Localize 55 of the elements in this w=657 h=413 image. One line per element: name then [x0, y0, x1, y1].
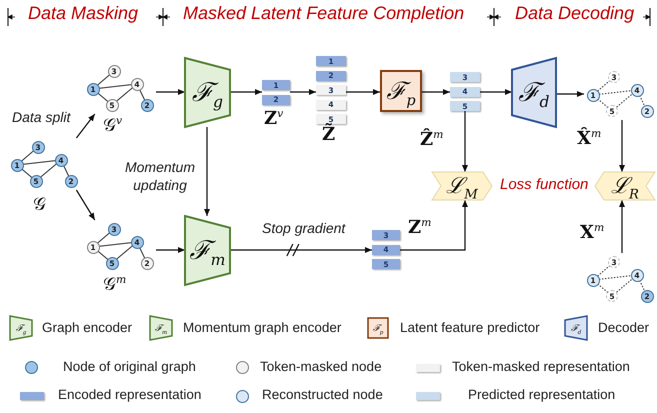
- legend-text: Reconstructed node: [262, 387, 383, 402]
- arrow: [400, 200, 468, 251]
- loss-chevron: [595, 172, 655, 200]
- legend-text: Graph encoder: [42, 320, 132, 335]
- legend-text: Encoded representation: [58, 387, 202, 402]
- function-symbol: ℒ$_{R}$: [611, 173, 639, 203]
- math-symbol: X$^{m}$: [580, 221, 604, 243]
- math-symbol: Z$^{v}$: [264, 107, 284, 129]
- arrow: [230, 89, 262, 95]
- arrow: [76, 190, 96, 220]
- function-symbol: ℱ$_{p}$: [386, 76, 416, 109]
- function-symbol: ℱ$_{d}$: [518, 77, 550, 112]
- arrow: [156, 89, 185, 95]
- function-symbol: ℒ$_{M}$: [446, 173, 478, 203]
- function-symbol: ℱ$_{g}$: [192, 77, 223, 112]
- math-symbol: Ẑ$^{m}$: [420, 128, 444, 150]
- symbol-label: ℱ$_{p}$: [372, 322, 384, 336]
- legend-text: Predicted representation: [468, 387, 616, 402]
- math-symbol: Z$^{m}$: [408, 216, 432, 238]
- arrow: [480, 89, 512, 95]
- stage-heading: Masked Latent Feature Completion: [183, 3, 464, 24]
- arrow: [556, 91, 584, 97]
- loss-chevron: [432, 172, 492, 200]
- stage-heading: Data Decoding: [515, 3, 634, 24]
- arrow: [619, 120, 625, 172]
- math-symbol: 𝒢: [33, 194, 46, 215]
- legend-text: Latent feature predictor: [400, 320, 540, 335]
- predictor-box: [380, 70, 422, 112]
- arrow: [204, 127, 210, 216]
- arrow: [462, 111, 468, 172]
- encoder-trapezoid: [185, 58, 230, 127]
- arrow: [422, 89, 450, 95]
- legend-text: Momentum graph encoder: [183, 320, 342, 335]
- arrow: [156, 247, 185, 253]
- symbol-label: ℱ$_{d}$: [570, 322, 582, 336]
- legend-text: Token-masked node: [260, 359, 382, 374]
- arrow: [619, 200, 625, 253]
- arrow: [290, 89, 316, 95]
- stage-heading: Data Masking: [28, 3, 138, 24]
- function-symbol: ℱ$_{m}$: [190, 235, 226, 270]
- legend-text: Node of original graph: [63, 359, 196, 374]
- arrow: [346, 89, 380, 95]
- symbol-label: ℱ$_{m}$: [154, 322, 168, 336]
- math-symbol: Z̃: [322, 124, 336, 145]
- legend-text: Token-masked representation: [452, 359, 630, 374]
- math-symbol: X̂$^{m}$: [577, 127, 602, 149]
- encoder-trapezoid: [512, 58, 556, 127]
- math-symbol: 𝒢$^{m}$: [103, 273, 126, 295]
- math-symbol: 𝒢$^{v}$: [103, 114, 122, 136]
- arrow: [76, 114, 96, 138]
- symbol-label: ℱ$_{g}$: [16, 322, 26, 336]
- loss-note: Loss function: [500, 176, 588, 193]
- arrow: [230, 247, 372, 253]
- legend-text: Decoder: [598, 320, 650, 335]
- encoder-trapezoid: [185, 216, 230, 285]
